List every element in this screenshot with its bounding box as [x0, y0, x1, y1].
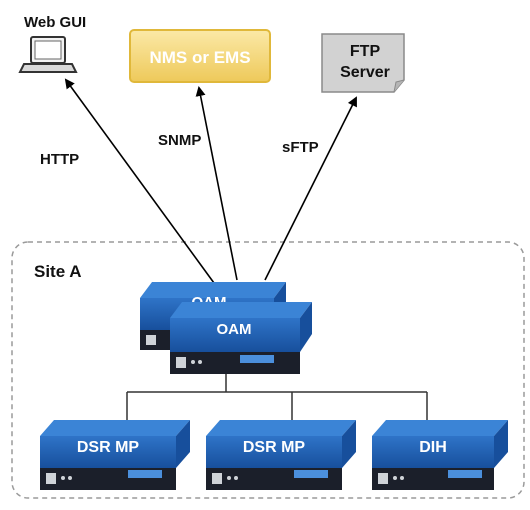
- nms-ems-box: NMS or EMS: [129, 29, 271, 83]
- dsr-mp-server-2: DSR MP: [206, 420, 356, 490]
- ftp-label-line1: FTP: [350, 43, 381, 60]
- laptop-icon: [18, 36, 78, 73]
- site-a-boundary: [11, 241, 525, 499]
- sftp-arrow: [264, 96, 357, 281]
- web-gui-label: Web GUI: [24, 14, 86, 31]
- site-a-label: Site A: [34, 262, 82, 281]
- sftp-label: sFTP: [282, 139, 319, 156]
- http-arrow: [64, 78, 215, 284]
- http-label: HTTP: [40, 151, 79, 168]
- dih-server: DIH: [372, 420, 508, 490]
- oam-server-front: OAM: [170, 302, 312, 374]
- dsr-mp-2-label: DSR MP: [243, 439, 306, 456]
- dsr-mp-server-1: DSR MP: [40, 420, 190, 490]
- snmp-label: SNMP: [158, 132, 201, 149]
- dih-label: DIH: [419, 439, 447, 456]
- dsr-mp-1-label: DSR MP: [77, 439, 140, 456]
- ftp-label-line2: Server: [340, 64, 390, 81]
- oam-front-label: OAM: [217, 321, 252, 338]
- ftp-server-box: FTP Server: [321, 33, 405, 93]
- snmp-arrow: [195, 86, 238, 281]
- interconnect-lines: [126, 374, 428, 420]
- nms-ems-label: NMS or EMS: [149, 48, 250, 67]
